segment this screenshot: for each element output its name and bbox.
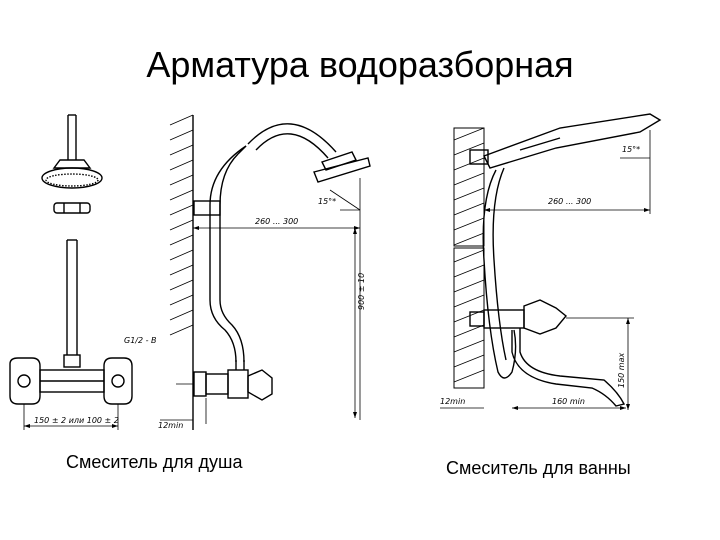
dim-bath-spout: 160 min xyxy=(552,397,585,406)
shower-front-view xyxy=(9,114,133,430)
dim-shower-min: 12min xyxy=(158,421,183,430)
page-title: Арматура водоразборная xyxy=(146,44,574,85)
dim-shower-thread: G1/2 - B xyxy=(124,336,157,345)
dim-shower-width: 150 ± 2 или 100 ± 2 xyxy=(34,416,119,425)
shower-side-view xyxy=(160,114,371,430)
dim-bath-angle: 15°* xyxy=(622,145,640,154)
dim-bath-min: 12min xyxy=(440,397,465,406)
dim-bath-height: 150 max xyxy=(617,352,626,388)
caption-shower-mixer: Смеситель для душа xyxy=(66,452,243,472)
dim-shower-reach: 260 ... 300 xyxy=(255,217,298,226)
dim-shower-height: 900 ± 10 xyxy=(357,273,366,310)
caption-bath-mixer: Смеситель для ванны xyxy=(446,458,631,478)
dim-shower-angle: 15°* xyxy=(318,197,336,206)
dim-bath-reach: 260 ... 300 xyxy=(548,197,591,206)
bath-mixer-view xyxy=(440,113,662,410)
